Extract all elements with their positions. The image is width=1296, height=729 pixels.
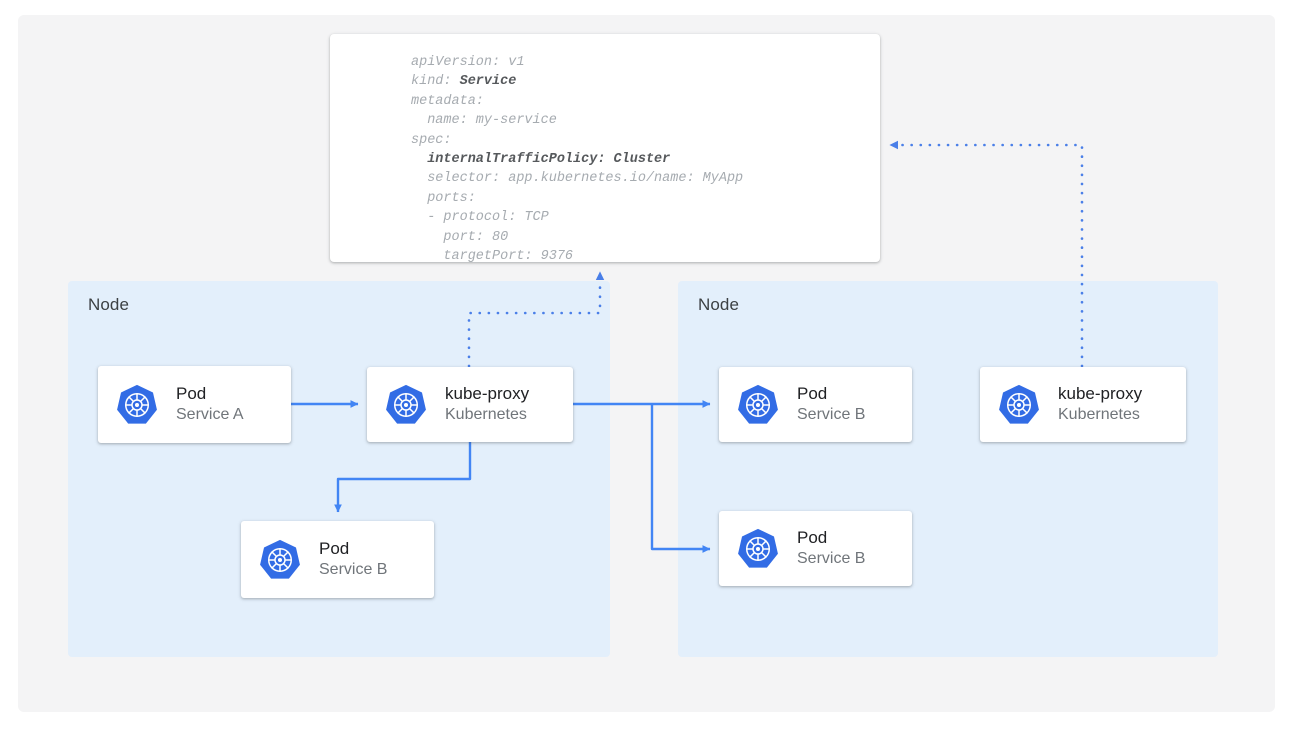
card-text: Pod Service B	[797, 383, 865, 425]
card-kube-proxy-left[interactable]: kube-proxy Kubernetes	[367, 367, 573, 442]
service-manifest-code: apiVersion: v1 kind: Service metadata: n…	[411, 55, 744, 265]
card-subtitle: Service B	[797, 406, 866, 424]
card-title: Pod	[797, 384, 828, 404]
card-title: Pod	[797, 528, 828, 548]
card-title: kube-proxy	[445, 384, 530, 404]
card-title: Pod	[319, 539, 350, 559]
kubernetes-logo-icon	[736, 383, 780, 427]
node-group-left: Node	[68, 281, 610, 657]
kubernetes-logo-icon	[997, 383, 1041, 427]
card-subtitle: Kubernetes	[1058, 406, 1140, 424]
card-pod-service-b-remote-2[interactable]: Pod Service B	[719, 511, 912, 586]
kubernetes-logo-icon	[736, 527, 780, 571]
card-text: kube-proxy Kubernetes	[1058, 383, 1142, 425]
card-text: Pod Service A	[176, 383, 244, 425]
card-title: Pod	[176, 384, 207, 404]
card-pod-service-b-remote-1[interactable]: Pod Service B	[719, 367, 912, 442]
card-pod-service-b-local[interactable]: Pod Service B	[241, 521, 434, 598]
card-text: Pod Service B	[797, 527, 865, 569]
kubernetes-logo-icon	[384, 383, 428, 427]
card-title: kube-proxy	[1058, 384, 1143, 404]
node-label-right: Node	[698, 295, 740, 314]
kubernetes-logo-icon	[115, 383, 159, 427]
node-label-left: Node	[88, 295, 130, 314]
service-manifest-panel: apiVersion: v1 kind: Service metadata: n…	[330, 34, 880, 264]
card-subtitle: Service B	[797, 550, 866, 568]
card-kube-proxy-right[interactable]: kube-proxy Kubernetes	[980, 367, 1186, 442]
card-subtitle: Service A	[176, 406, 244, 424]
card-subtitle: Service B	[319, 561, 388, 579]
card-text: kube-proxy Kubernetes	[445, 383, 529, 425]
card-pod-service-a[interactable]: Pod Service A	[98, 366, 291, 443]
node-group-right: Node	[678, 281, 1218, 657]
card-text: Pod Service B	[319, 538, 387, 580]
kubernetes-logo-icon	[258, 538, 302, 582]
card-subtitle: Kubernetes	[445, 406, 527, 424]
